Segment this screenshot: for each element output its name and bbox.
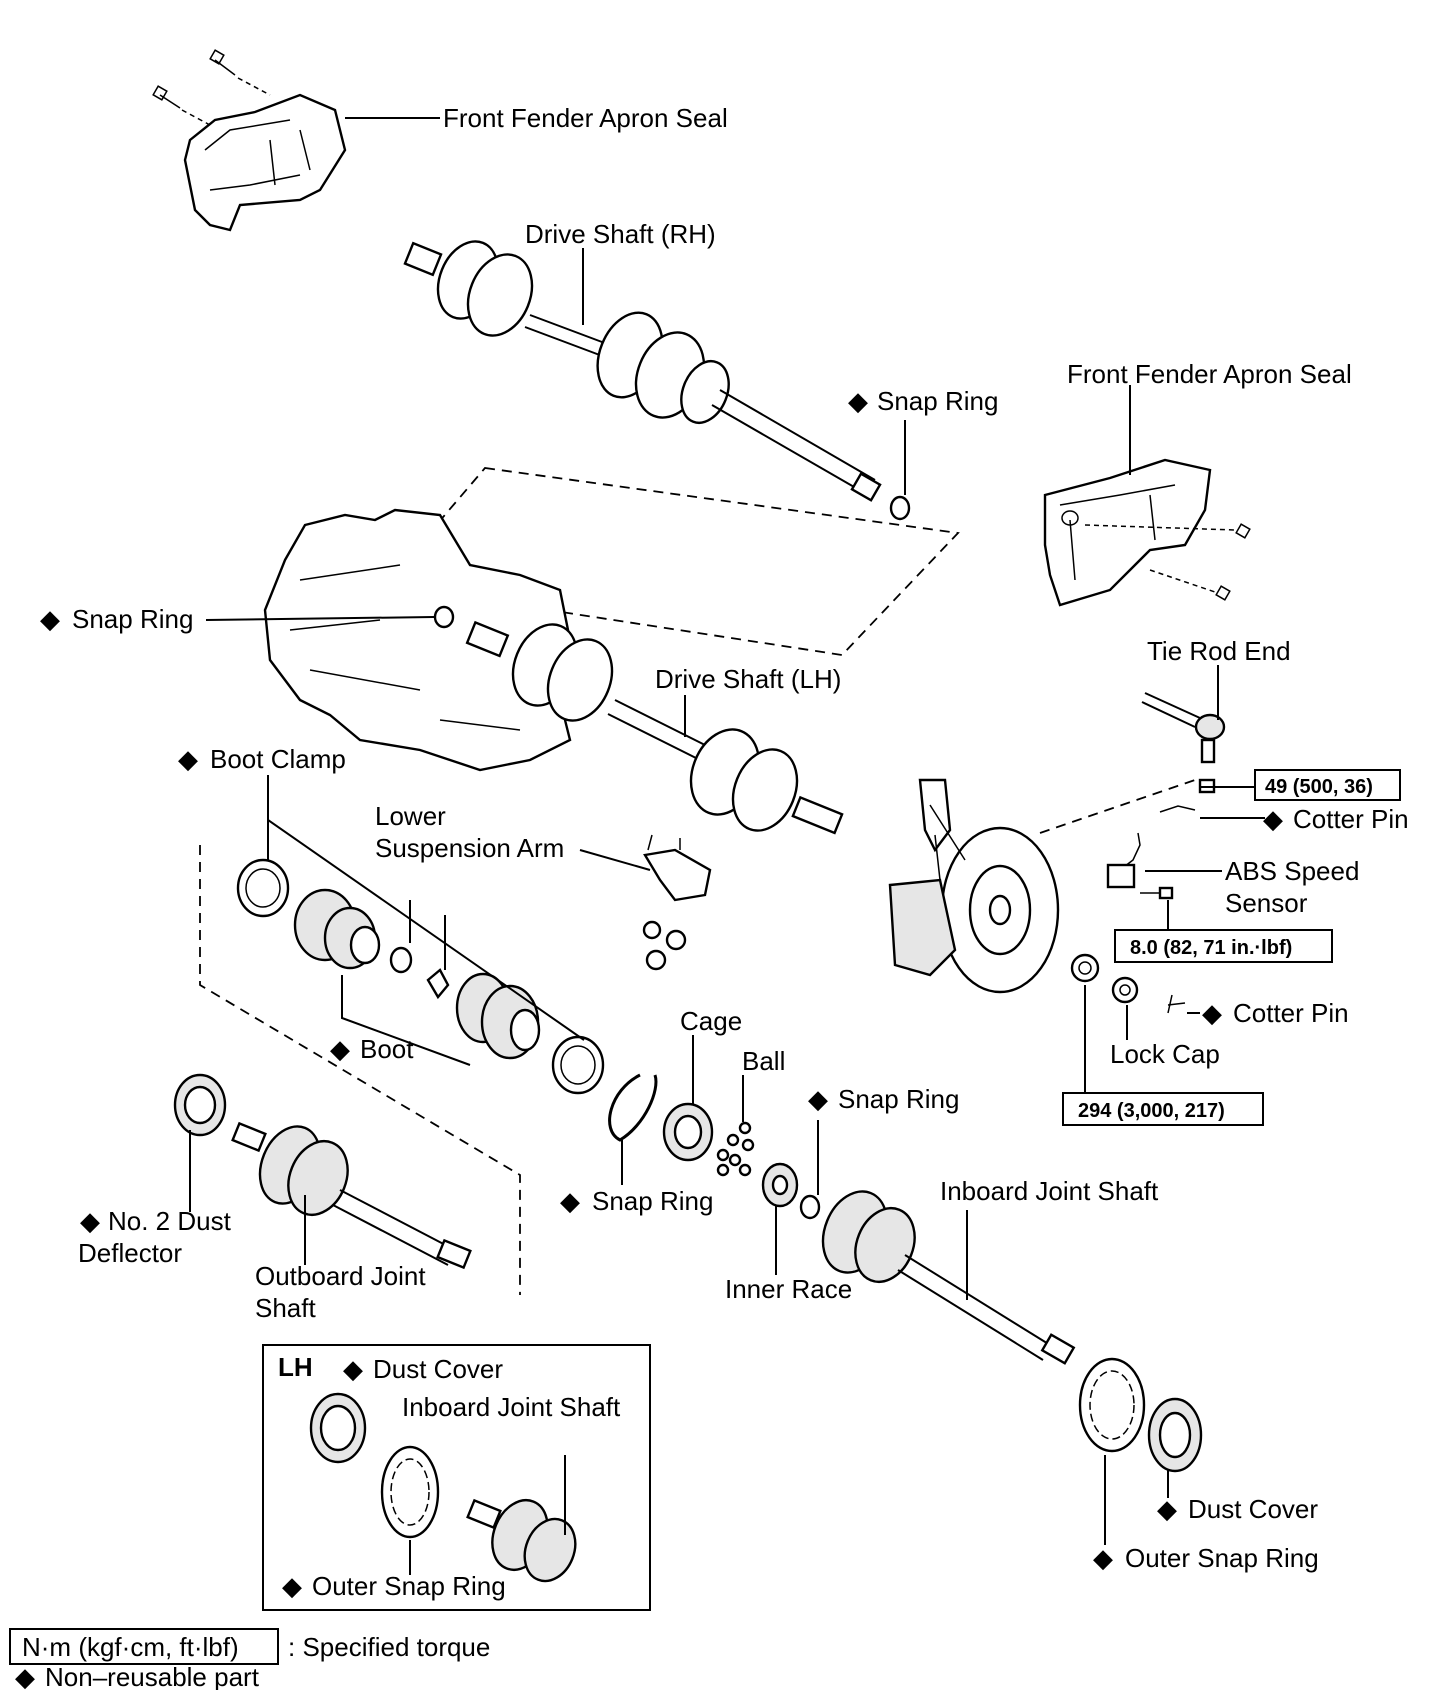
small-clamp-2-drawing xyxy=(426,968,450,1000)
lock-cap-drawing xyxy=(1111,976,1139,1004)
diamond-dust-cover-right: ◆ xyxy=(1157,1494,1177,1524)
torque-box-abs xyxy=(1114,929,1333,963)
label-tie-rod-end: Tie Rod End xyxy=(1147,636,1291,666)
label-outboard-joint-shaft-line1: Outboard Joint xyxy=(255,1261,426,1291)
label-lock-cap: Lock Cap xyxy=(1110,1039,1220,1069)
abs-speed-sensor-drawing xyxy=(1106,832,1174,900)
diamond-lh-outer-snap-ring: ◆ xyxy=(282,1571,302,1601)
label-drive-shaft-rh: Drive Shaft (RH) xyxy=(525,219,716,249)
label-cotter-pin-upper: Cotter Pin xyxy=(1293,804,1409,834)
torque-abs-bolt: 8.0 (82, 71 in.·lbf) xyxy=(1130,937,1292,959)
label-cotter-pin-lower: Cotter Pin xyxy=(1233,998,1349,1028)
boot-outer-drawing xyxy=(293,888,381,970)
diamond-cotter-pin-upper: ◆ xyxy=(1263,804,1283,834)
diamond-outer-snap-ring-right: ◆ xyxy=(1093,1543,1113,1573)
legend-diamond: ◆ xyxy=(15,1662,35,1690)
outboard-joint-shaft-drawing xyxy=(231,1121,472,1270)
label-snap-ring-left: Snap Ring xyxy=(72,604,193,634)
front-fender-apron-seal-right-drawing xyxy=(1043,458,1251,607)
boot-clamp-drawing xyxy=(236,858,290,918)
label-outer-snap-ring-right: Outer Snap Ring xyxy=(1125,1543,1319,1573)
cage-drawing xyxy=(662,1102,714,1162)
tie-rod-end-drawing xyxy=(1141,692,1226,794)
label-abs-speed-sensor-line2: Sensor xyxy=(1225,888,1308,918)
knuckle-tie-rod-dashed-line xyxy=(1039,779,1196,834)
diamond-cotter-pin-lower: ◆ xyxy=(1202,998,1222,1028)
diamond-no2-dust-deflector: ◆ xyxy=(80,1206,100,1236)
snap-ring-left-drawing xyxy=(433,605,455,629)
steering-knuckle-disc-drawing xyxy=(888,778,1060,994)
boot-inner-drawing xyxy=(455,972,541,1060)
snap-ring-mid-drawing xyxy=(608,1073,658,1142)
legend-torque-box xyxy=(9,1628,279,1665)
label-snap-ring-mid: Snap Ring xyxy=(592,1186,713,1216)
cotter-pin-upper-drawing xyxy=(1159,805,1196,813)
small-clamp-drawing xyxy=(389,946,413,974)
leader-lines xyxy=(189,117,1265,1575)
diamond-lh-dust-cover: ◆ xyxy=(343,1354,363,1384)
label-lh-dust-cover: Dust Cover xyxy=(373,1354,503,1384)
label-outboard-joint-shaft-line2: Shaft xyxy=(255,1293,316,1323)
label-inner-race: Inner Race xyxy=(725,1274,852,1304)
diamond-boot-clamp: ◆ xyxy=(178,744,198,774)
snap-ring-upper-drawing xyxy=(889,495,911,521)
balls-drawing xyxy=(716,1121,755,1177)
torque-box-hub-nut xyxy=(1062,1092,1264,1126)
diamond-snap-ring-mid: ◆ xyxy=(560,1186,580,1216)
diamond-snap-ring-left: ◆ xyxy=(40,604,60,634)
label-inboard-joint-shaft: Inboard Joint Shaft xyxy=(940,1176,1159,1206)
inboard-joint-shaft-drawing xyxy=(821,1190,1076,1365)
label-no2-dust-deflector-line1: No. 2 Dust xyxy=(108,1206,232,1236)
no2-dust-deflector-drawing xyxy=(173,1073,227,1137)
boot-leader-left xyxy=(341,975,471,1066)
label-drive-shaft-lh: Drive Shaft (LH) xyxy=(655,664,841,694)
cotter-pin-lower-drawing xyxy=(1167,994,1186,1014)
outer-snap-ring-right-drawing xyxy=(1078,1357,1146,1453)
drive-shaft-rh-drawing xyxy=(403,240,882,502)
label-abs-speed-sensor-line1: ABS Speed xyxy=(1225,856,1359,886)
legend-torque-unit: N·m (kgf·cm, ft·lbf) xyxy=(22,1632,239,1662)
torque-hub-nut: 294 (3,000, 217) xyxy=(1078,1100,1225,1122)
label-no2-dust-deflector-line2: Deflector xyxy=(78,1238,182,1268)
label-dust-cover-right: Dust Cover xyxy=(1188,1494,1318,1524)
label-lh-title: LH xyxy=(278,1352,313,1382)
lower-suspension-arm-drawing xyxy=(642,834,712,971)
inner-race-drawing xyxy=(761,1162,799,1208)
legend-torque-desc: : Specified torque xyxy=(288,1632,490,1662)
diamond-boot: ◆ xyxy=(330,1034,350,1064)
transaxle-outline-drawing xyxy=(263,508,572,772)
label-ball: Ball xyxy=(742,1046,785,1076)
hub-nut-drawing xyxy=(1070,953,1100,983)
lh-inboard-joint-shaft-drawing xyxy=(466,1498,577,1583)
outboard-dashed-frame xyxy=(199,845,521,1295)
lh-dust-cover-drawing xyxy=(309,1392,367,1464)
label-snap-ring-lower: Snap Ring xyxy=(838,1084,959,1114)
boot-clamp-inner-drawing xyxy=(551,1035,605,1095)
torque-tie-rod-nut: 49 (500, 36) xyxy=(1265,776,1373,798)
torque-box-tie-rod xyxy=(1254,769,1401,801)
label-lower-suspension-arm-line1: Lower xyxy=(375,801,446,831)
label-lh-outer-snap-ring: Outer Snap Ring xyxy=(312,1571,506,1601)
label-lower-suspension-arm-line2: Suspension Arm xyxy=(375,833,564,863)
label-cage: Cage xyxy=(680,1006,742,1036)
label-boot-clamp: Boot Clamp xyxy=(210,744,346,774)
legend-non-reusable: Non–reusable part xyxy=(45,1662,260,1690)
label-lh-inboard-joint-shaft: Inboard Joint Shaft xyxy=(402,1392,621,1422)
lh-outer-snap-ring-drawing xyxy=(380,1445,440,1539)
diamond-snap-ring-lower: ◆ xyxy=(808,1084,828,1114)
label-boot: Boot xyxy=(360,1034,414,1064)
label-front-fender-apron-seal-right: Front Fender Apron Seal xyxy=(1067,359,1352,389)
lh-inset-box xyxy=(262,1344,651,1611)
diamond-snap-ring-upper: ◆ xyxy=(848,386,868,416)
drive-shaft-lh-drawing xyxy=(465,620,844,835)
dust-cover-right-drawing xyxy=(1147,1397,1203,1473)
snap-ring-lower-drawing xyxy=(799,1194,821,1220)
front-fender-apron-seal-left-drawing xyxy=(152,49,347,232)
label-front-fender-apron-seal-top: Front Fender Apron Seal xyxy=(443,103,728,133)
label-snap-ring-upper: Snap Ring xyxy=(877,386,998,416)
